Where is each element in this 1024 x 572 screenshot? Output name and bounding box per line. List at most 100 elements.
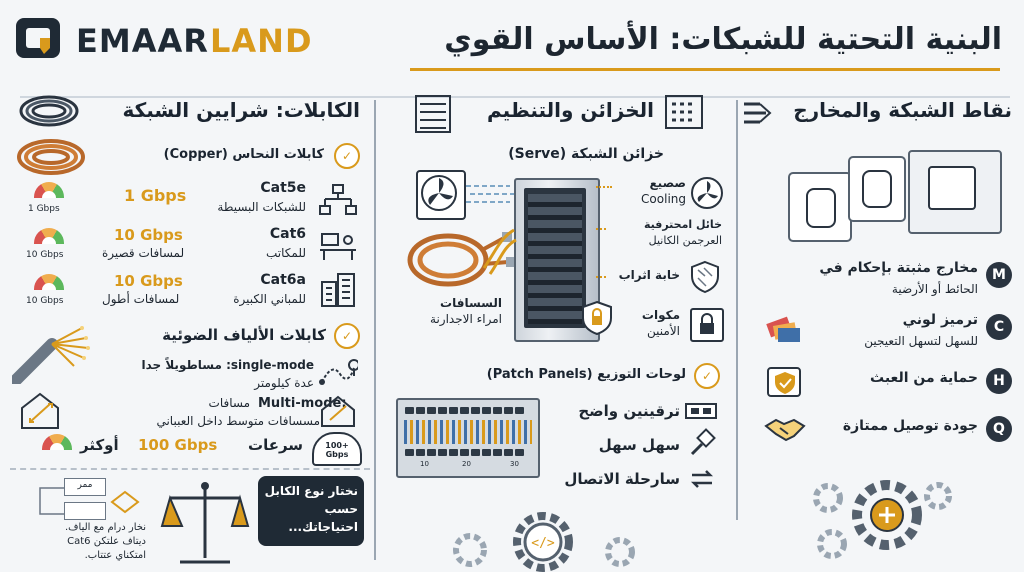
gauge-label: 10 Gbps — [26, 250, 64, 260]
color-tags-icon — [766, 316, 800, 342]
brand-name-part2: LAND — [210, 22, 313, 60]
label-distance-2: امراء الاجدارنة — [430, 312, 502, 326]
single-mode-note: عدة كيلومتر — [254, 376, 314, 390]
feature-sub: الحائط أو الأرضية — [891, 282, 978, 296]
copper-row-1: 1 Gbps 1 Gbps Cat5e للشبكات البسيطة — [10, 178, 366, 224]
feature-m: M مخارج مثبتة بإحكام في الحائط أو الأرضي… — [756, 258, 1012, 308]
top-connector — [20, 96, 1010, 98]
copper-row-3: 10 Gbps 10 Gbps لمسافات أطول Cat6a للمبا… — [10, 270, 366, 316]
house-distance-icon — [21, 392, 59, 429]
feature-title: مخارج مثبتة بإحكام في — [819, 260, 978, 276]
speed-gauge-icon — [34, 182, 64, 198]
flow-note1: نخار درام مع الياف. — [64, 522, 146, 533]
multi-mode-note2: مسسافات متوسط داخل العبباني — [156, 414, 320, 428]
tip-bubble: نختار نوع الكابل حسب احتياجاتك... — [258, 476, 364, 546]
feature-letter: Q — [986, 416, 1012, 442]
feature-title: جودة توصيل ممتازة — [842, 418, 978, 434]
feature-letter: C — [986, 314, 1012, 340]
route-pin-icon — [319, 358, 358, 385]
shield-check-icon — [767, 367, 801, 397]
floor-outlet — [908, 150, 1002, 234]
patch-cables-band — [404, 420, 532, 444]
fiber-speed-line: أوكثر 100 Gbps سرعات — [80, 436, 310, 458]
flow-box-label: ممر — [77, 480, 93, 490]
cables-heading: الكابلات: شرايين الشبكة — [122, 98, 361, 122]
outlet-1 — [788, 172, 852, 242]
balance-scale-icon — [160, 482, 250, 564]
feature-letter: M — [986, 262, 1012, 288]
gear-icon — [924, 482, 952, 510]
brand-logo-icon — [16, 18, 60, 58]
flow-panel — [10, 468, 370, 566]
single-mode-text: single-mode: مساطويلاً جدا — [141, 358, 314, 372]
lock-box — [690, 308, 724, 342]
feature-letter: H — [986, 368, 1012, 394]
label-leader-2 — [596, 228, 606, 230]
gear-icon — [813, 483, 843, 513]
fiber-check-icon: ✓ — [334, 323, 360, 349]
patch-number-3: 30 — [510, 460, 519, 468]
house-icon — [321, 395, 355, 427]
patch-grid-icon — [665, 95, 703, 129]
speed-badge-text: 100+ Gbps — [325, 441, 349, 459]
copper-check-icon: ✓ — [334, 143, 360, 169]
patch-number-2: 20 — [462, 460, 471, 468]
copper-cat: Cat6a — [260, 272, 306, 288]
feature-title: ترميز لوني — [902, 312, 978, 328]
flow-arrows-icon — [39, 487, 64, 515]
cable-coil-icon — [19, 95, 79, 127]
network-links-icon — [744, 102, 772, 124]
copper-speed: 10 Gbps — [114, 272, 183, 290]
feature-h: H حماية من العبث — [756, 364, 1012, 404]
patch-header: لوحات التوزيع (Patch Panels) ✓ — [462, 362, 720, 390]
flow-diamond-icon — [110, 490, 140, 514]
feature-q: Q جودة توصيل ممتازة — [756, 412, 1012, 452]
label-leader-3 — [596, 276, 606, 278]
page-title: البنية التحتية للشبكات: الأساس القوي — [444, 22, 1002, 57]
airflow-lines — [466, 185, 516, 203]
fan-box — [416, 170, 466, 220]
lock-icon — [700, 313, 714, 334]
rj45-plug-icon — [690, 428, 716, 456]
brand-name-part1: EMAAR — [76, 22, 209, 60]
copper-desc: للمباني الكبيرة — [233, 292, 306, 306]
flow-note2: ديتاف علتكن Cat6 — [67, 536, 146, 547]
cabinet-cables — [482, 228, 517, 275]
patch-check-icon: ✓ — [694, 363, 720, 389]
label-tag-icon — [685, 403, 717, 419]
gear-icon — [453, 533, 487, 567]
flow-note3: امتكناي عتتاب. — [84, 550, 146, 561]
divider-left — [374, 100, 376, 560]
swap-arrows-icon — [690, 470, 714, 488]
gauge-label: 10 Gbps — [26, 296, 64, 306]
copper-cat: Cat5e — [260, 180, 306, 196]
outlets-heading: نقاط الشبكة والمخارج — [793, 98, 1012, 122]
fan-small-icon — [691, 177, 723, 209]
copper-speed-note: لمسافات قصيرة — [102, 246, 185, 260]
speeds-value: 100 Gbps — [138, 436, 218, 454]
multi-mode-note1: مسافات — [208, 396, 250, 410]
copper-title: كابلات النحاس (Copper) — [163, 147, 324, 162]
patch-item-3: سارحلة الاتصال — [564, 470, 680, 488]
fan-icon — [421, 175, 457, 211]
patch-ports-row-1 — [404, 406, 532, 415]
feature-title: حماية من العبث — [870, 370, 978, 386]
speeds-more: أوكثر — [80, 436, 119, 454]
svg-text:</>: </> — [531, 536, 555, 551]
copper-row-2: 10 Gbps 10 Gbps لمسافات قصيرة Cat6 للمكا… — [10, 224, 366, 270]
cabinet-rows — [528, 194, 582, 324]
label-cable-mgmt-1: خائل امحترفية — [643, 218, 722, 231]
brand-logo: EMAAR LAND — [14, 16, 324, 64]
divider-right — [736, 100, 738, 520]
copper-coil-icon — [17, 139, 85, 175]
copper-header: كابلات النحاس (Copper) ✓ — [120, 142, 360, 170]
office-desk-icon — [320, 233, 356, 260]
fiber-cable-icon — [12, 326, 90, 384]
outlet-2 — [848, 156, 906, 222]
shield-icon — [691, 260, 719, 294]
patch-item-1: ترقينين واضح — [578, 402, 680, 420]
patch-item-2: سهل سهل — [598, 436, 680, 454]
label-cooling-en: Cooling — [641, 192, 686, 206]
gear-icon — [817, 529, 847, 559]
label-cable-mgmt-2: العرجمن الكانيل — [648, 234, 722, 247]
